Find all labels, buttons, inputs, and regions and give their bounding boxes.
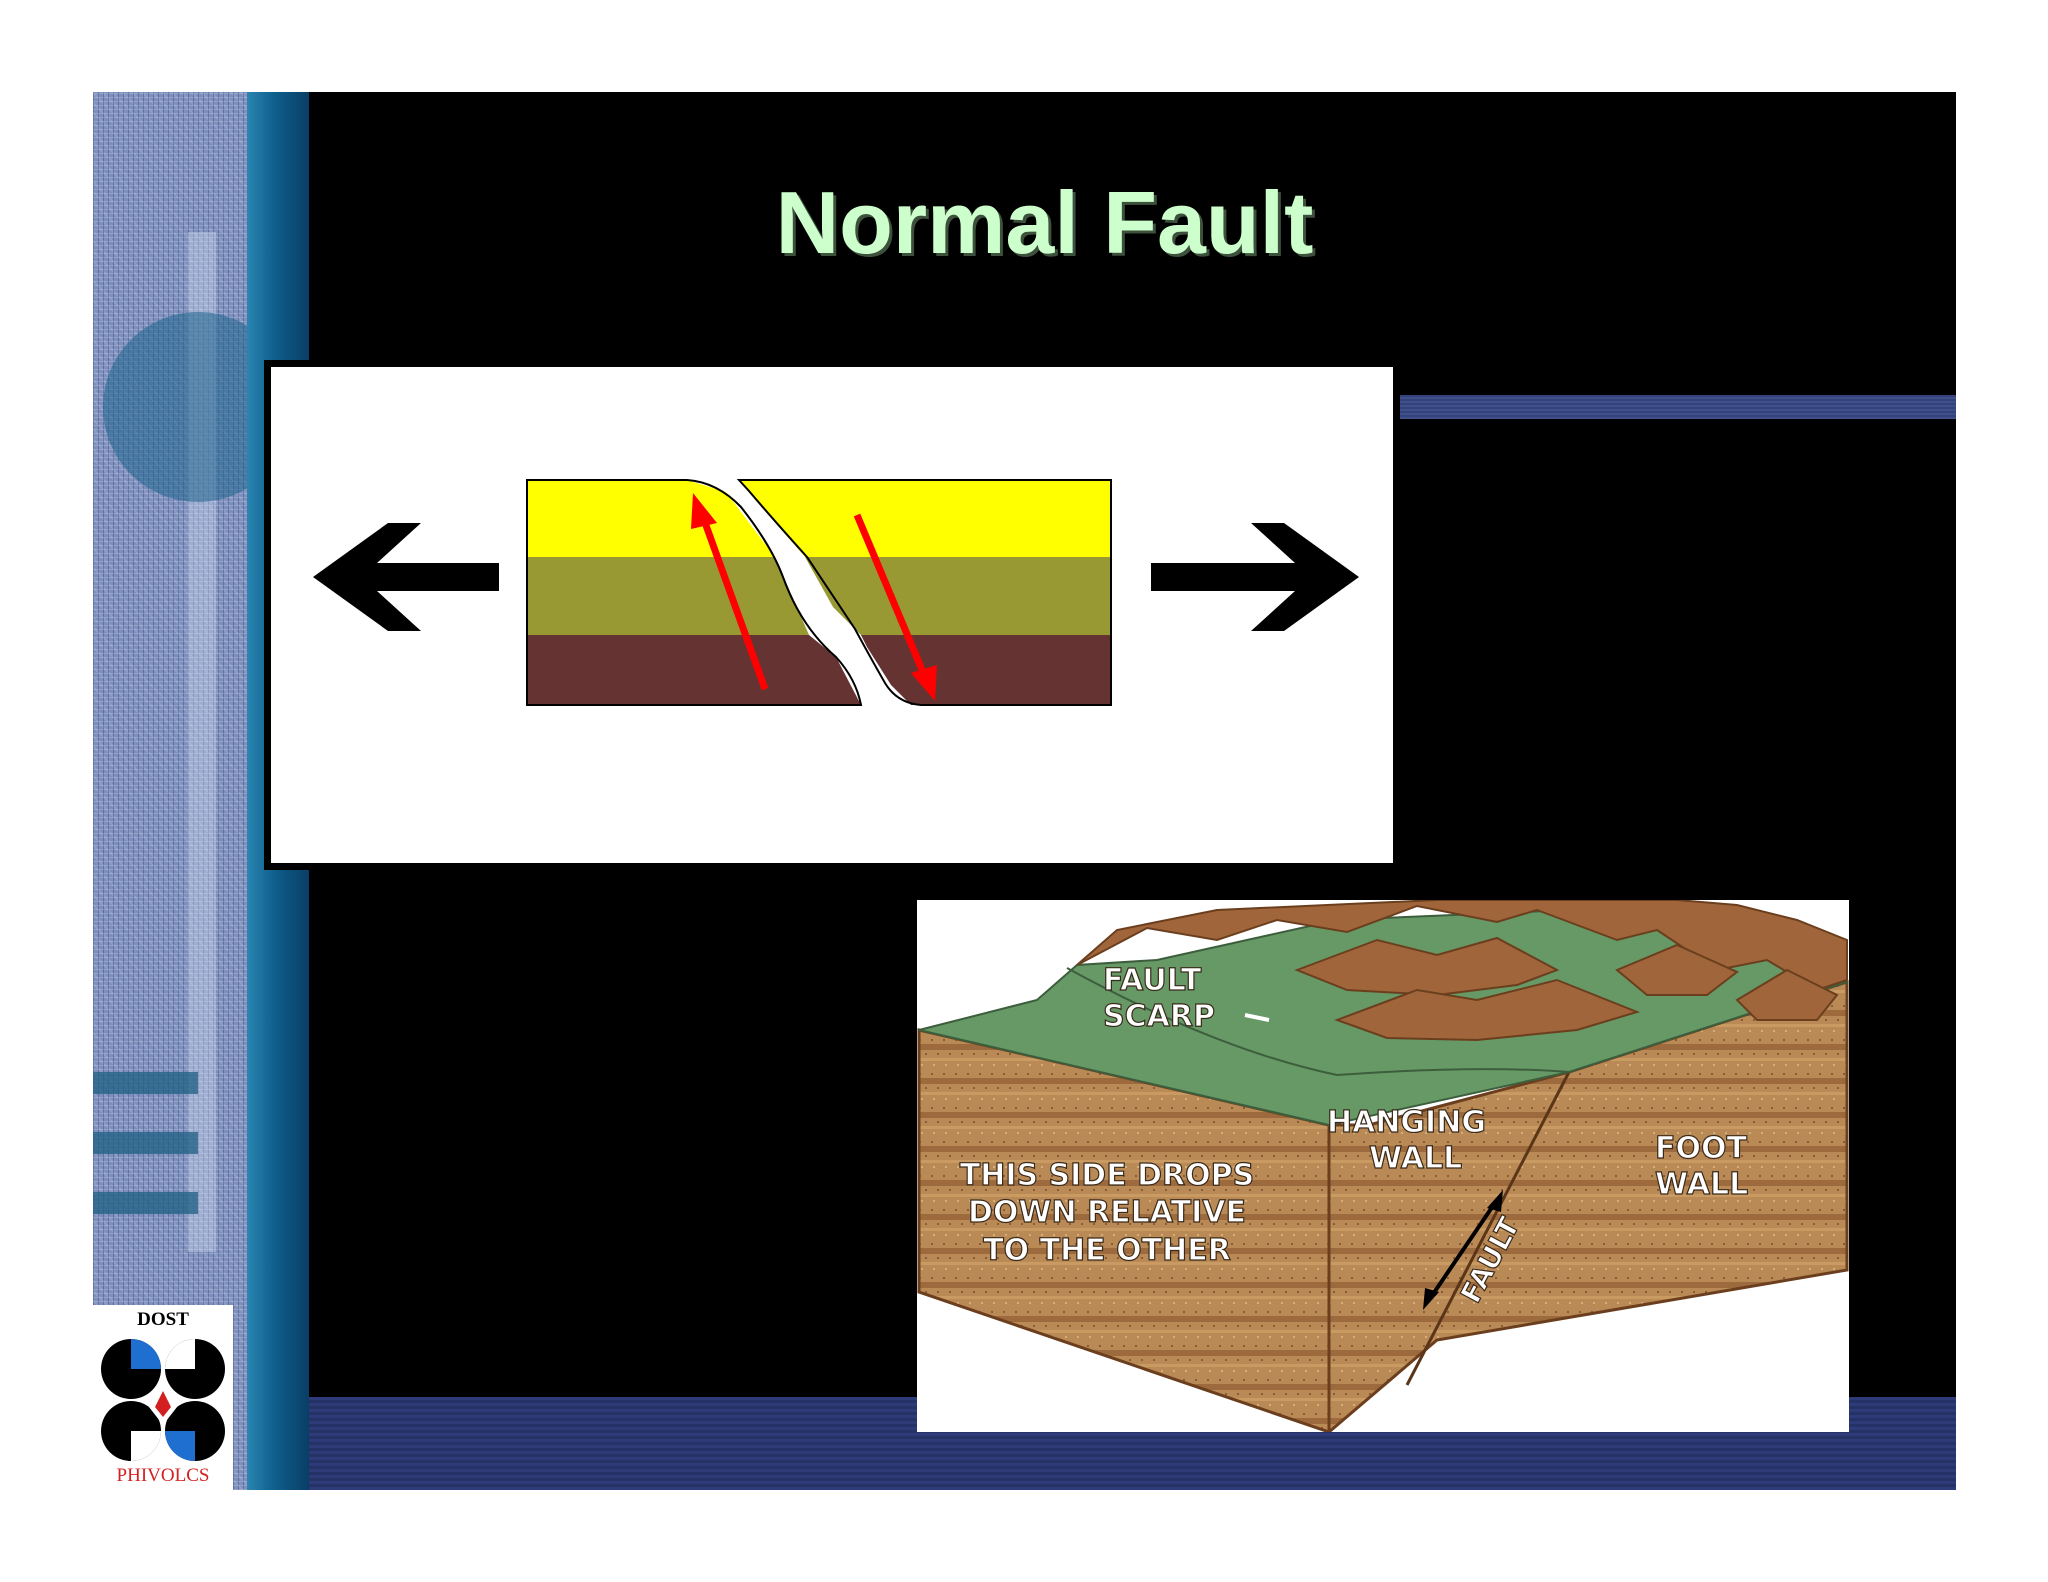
hanging-wall-label: HANGING WALL xyxy=(1326,1104,1486,1176)
logo-emblem xyxy=(101,1339,225,1461)
svg-text:FAULT: FAULT xyxy=(1103,963,1202,998)
svg-text:FOOT: FOOT xyxy=(1655,1131,1747,1166)
svg-text:SCARP: SCARP xyxy=(1103,999,1215,1034)
extension-arrow-left xyxy=(313,523,499,631)
mountains xyxy=(1076,899,1848,1042)
svg-text:DOWN RELATIVE: DOWN RELATIVE xyxy=(968,1195,1246,1230)
slide: Normal Fault xyxy=(93,92,1956,1490)
svg-text:TO THE OTHER: TO THE OTHER xyxy=(983,1233,1231,1268)
foot-wall-label: FOOT WALL xyxy=(1654,1130,1748,1202)
slide-title: Normal Fault xyxy=(775,173,1314,272)
drop-side-label: THIS SIDE DROPS DOWN RELATIVE TO THE OTH… xyxy=(959,1157,1255,1268)
decorative-bar xyxy=(93,1072,198,1094)
svg-text:WALL: WALL xyxy=(1655,1167,1748,1202)
motion-arrow-down xyxy=(853,513,937,701)
fault-scarp xyxy=(1066,967,1570,1077)
normal-fault-cross-section xyxy=(264,360,1400,870)
svg-text:WALL: WALL xyxy=(1369,1141,1462,1176)
dost-phivolcs-logo: DOST PHIVOLCS xyxy=(93,1305,233,1490)
decorative-bar xyxy=(93,1192,198,1214)
logo-top-text: DOST xyxy=(137,1309,189,1330)
svg-text:HANGING: HANGING xyxy=(1327,1105,1486,1140)
left-texture-panel xyxy=(93,92,293,1490)
fault-block-diagram: FAULT SCARP HANGING WALL FOOT WALL THIS … xyxy=(917,899,1849,1436)
foot-wall-side xyxy=(1327,979,1849,1436)
decorative-bar xyxy=(93,1132,198,1154)
fault-scarp-label: FAULT SCARP xyxy=(1102,962,1270,1035)
svg-text:THIS SIDE DROPS: THIS SIDE DROPS xyxy=(960,1158,1255,1193)
motion-arrow-up xyxy=(691,493,769,691)
extension-arrow-right xyxy=(1151,523,1359,631)
logo-bottom-text: PHIVOLCS xyxy=(116,1465,210,1486)
